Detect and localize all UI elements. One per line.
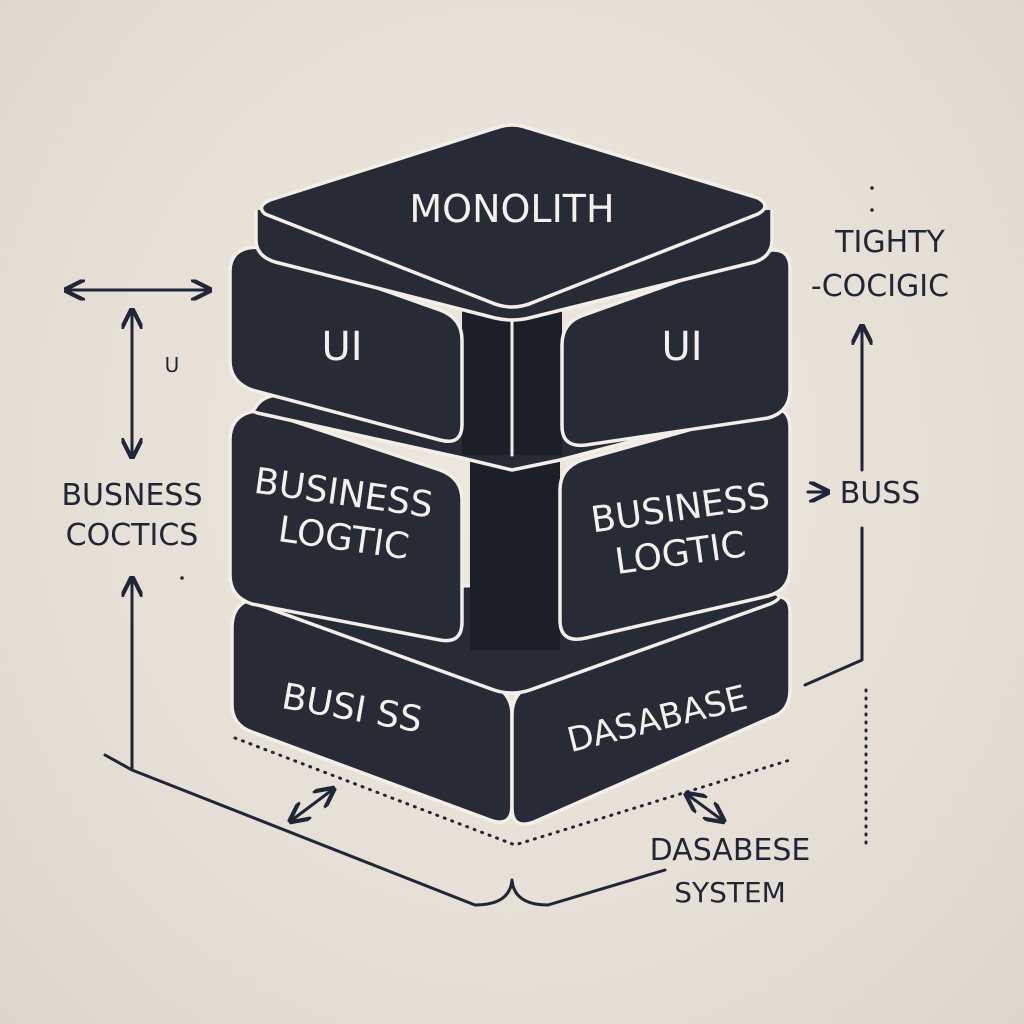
right-top-label-line1: TIGHTY bbox=[834, 225, 945, 260]
logic-core bbox=[470, 440, 560, 650]
right-annotations: TIGHTY -COCIGIC BUSS DASABESE SYSTEM bbox=[650, 186, 949, 909]
right-mid-label: BUSS bbox=[840, 476, 921, 511]
left-u-label: U bbox=[165, 353, 180, 377]
right-top-dot bbox=[870, 186, 874, 190]
logic-right-block bbox=[558, 406, 792, 641]
right-top-label-line2: -COCIGIC bbox=[811, 269, 949, 304]
monolith-top: MONOLITH bbox=[254, 123, 774, 322]
ui-right-block bbox=[560, 248, 792, 448]
left-bracket-arrow bbox=[132, 580, 667, 907]
monolith-top-face bbox=[259, 123, 767, 309]
bottom-label-line2: SYSTEM bbox=[674, 876, 786, 909]
ui-right-label: UI bbox=[661, 324, 702, 370]
left-dot bbox=[180, 576, 184, 580]
monolith-label: MONOLITH bbox=[409, 187, 614, 231]
left-return-line bbox=[103, 753, 134, 772]
left-label-line1: BUSNESS bbox=[61, 478, 202, 513]
bottom-label-line1: DASABESE bbox=[650, 833, 811, 868]
left-label-line2: COCTICS bbox=[66, 518, 199, 553]
base-right-diagonal-arrow bbox=[688, 795, 722, 820]
right-top-dot-2 bbox=[870, 208, 874, 212]
base-left-diagonal-arrow bbox=[292, 790, 332, 820]
left-annotations: U BUSNESS COCTICS bbox=[61, 290, 667, 907]
right-connector bbox=[803, 526, 864, 687]
ui-layer bbox=[228, 245, 792, 457]
ui-left-label: UI bbox=[321, 324, 362, 370]
